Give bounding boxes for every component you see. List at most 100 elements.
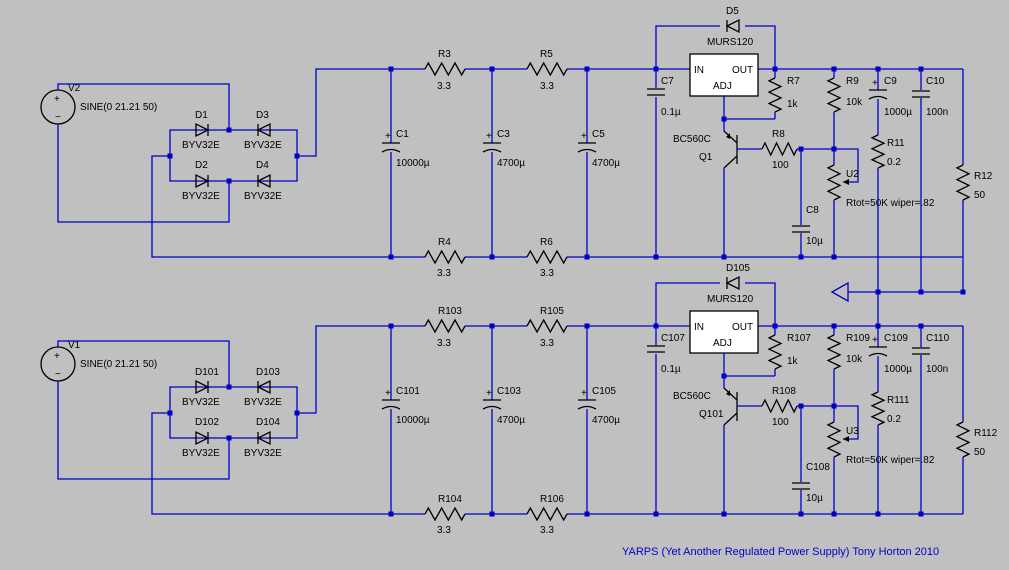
capacitor-lower-c1[interactable]: +: [381, 388, 401, 410]
capacitor-lower-c7[interactable]: [647, 345, 665, 353]
capacitor-upper-c9[interactable]: +: [868, 78, 888, 100]
transistor-lower-q1[interactable]: [723, 387, 738, 426]
resistor-lower-r8[interactable]: [761, 398, 798, 414]
diode-ref: D1: [195, 110, 208, 121]
capacitor-upper-c7[interactable]: [647, 88, 665, 96]
resistor-zigzag: [424, 61, 466, 77]
resistor-ref: R8: [772, 129, 785, 140]
resistor-lower-r9[interactable]: [826, 334, 842, 370]
resistor-upper-r3[interactable]: [424, 61, 466, 77]
capacitor-ref: C7: [661, 76, 674, 87]
capacitor-lower-c10[interactable]: [912, 347, 930, 355]
resistor-value: 10k: [846, 354, 863, 365]
capacitor-lower-c5[interactable]: +: [577, 388, 597, 410]
ac-source-lower[interactable]: +−: [40, 346, 76, 382]
capacitor-upper-c5[interactable]: +: [577, 131, 597, 153]
potentiometer-lower[interactable]: [826, 421, 842, 458]
wire: [57, 381, 230, 480]
diode-ref: D101: [195, 367, 219, 378]
resistor-value: 3.3: [437, 81, 451, 92]
resistor-lower-r11[interactable]: [870, 391, 886, 426]
resistor-zigzag: [761, 141, 798, 157]
polarity-plus: +: [872, 335, 878, 346]
junction-dot: [831, 511, 837, 517]
resistor-zigzag: [526, 61, 568, 77]
diode-upper-d2[interactable]: [195, 173, 210, 189]
capacitor-lower-c8[interactable]: [792, 482, 810, 490]
potentiometer-value: Rtot=50K wiper=.82: [846, 455, 935, 466]
junction-dot: [584, 254, 590, 260]
diode-upper-d4[interactable]: [256, 173, 271, 189]
resistor-ref: R105: [540, 306, 564, 317]
resistor-value: 3.3: [540, 81, 554, 92]
resistor-value: 10k: [846, 97, 863, 108]
shared-output-wiring: [830, 168, 966, 517]
diode-ref: D105: [726, 263, 750, 274]
junction-dot: [388, 323, 394, 329]
resistor-lower-r4[interactable]: [424, 506, 466, 522]
resistor-ref: R112: [974, 428, 998, 439]
diode-upper-d3[interactable]: [256, 122, 271, 138]
junction-dot: [489, 66, 495, 72]
diode-value: BYV32E: [244, 140, 282, 151]
regulator-adj-pin: ADJ: [713, 338, 732, 349]
resistor-lower-r5[interactable]: [526, 318, 568, 334]
resistor-zigzag: [767, 334, 783, 370]
capacitor-ref: C1: [396, 129, 409, 140]
resistor-lower-r12[interactable]: [955, 421, 971, 458]
resistor-lower-r3[interactable]: [424, 318, 466, 334]
ac-source-upper[interactable]: +−: [40, 89, 76, 125]
resistor-upper-r7[interactable]: [767, 77, 783, 113]
diode-lower-d3[interactable]: [256, 379, 271, 395]
resistor-zigzag: [955, 164, 971, 201]
resistor-upper-r4[interactable]: [424, 249, 466, 265]
diode-ref: D2: [195, 160, 208, 171]
resistor-zigzag: [826, 334, 842, 370]
minus-sign: −: [55, 112, 61, 123]
resistor-upper-r5[interactable]: [526, 61, 568, 77]
transistor-upper-q1[interactable]: [723, 130, 738, 169]
capacitor-upper-c8[interactable]: [792, 225, 810, 233]
resistor-value: 3.3: [437, 338, 451, 349]
diode-upper-d1[interactable]: [195, 122, 210, 138]
resistor-upper-r11[interactable]: [870, 134, 886, 169]
capacitor-lower-c3[interactable]: +: [482, 388, 502, 410]
potentiometer-upper[interactable]: [826, 164, 842, 201]
capacitor-upper-c10[interactable]: [912, 90, 930, 98]
resistor-upper-r9[interactable]: [826, 77, 842, 113]
resistor-zigzag: [955, 421, 971, 458]
resistor-zigzag: [424, 506, 466, 522]
diode-value: BYV32E: [244, 397, 282, 408]
capacitor-upper-c1[interactable]: +: [381, 131, 401, 153]
resistor-upper-r8[interactable]: [761, 141, 798, 157]
diode-ref: D5: [726, 6, 739, 17]
resistor-upper-r12[interactable]: [955, 164, 971, 201]
junction-dot: [584, 323, 590, 329]
potentiometer-ref: U3: [846, 426, 859, 437]
junction-dot: [489, 254, 495, 260]
resistor-ref: R12: [974, 171, 993, 182]
capacitor-value: 10µ: [806, 493, 823, 504]
ground-flag-icon: [830, 281, 849, 303]
resistor-upper-r6[interactable]: [526, 249, 568, 265]
capacitor-value: 100n: [926, 364, 948, 375]
diode-lower-d4[interactable]: [256, 430, 271, 446]
capacitor-value: 1000µ: [884, 107, 912, 118]
diode-lower-d5[interactable]: [725, 275, 740, 291]
diode-upper-d5[interactable]: [725, 18, 740, 34]
resistor-lower-r6[interactable]: [526, 506, 568, 522]
diode-lower-d1[interactable]: [195, 379, 210, 395]
wire: [169, 386, 298, 413]
junction-dot: [831, 66, 837, 72]
regulator-out-pin: OUT: [732, 65, 753, 76]
diode-lower-d2[interactable]: [195, 430, 210, 446]
capacitor-upper-c3[interactable]: +: [482, 131, 502, 153]
capacitor-lower-c9[interactable]: +: [868, 335, 888, 357]
diode-ref: D104: [256, 417, 280, 428]
resistor-lower-r7[interactable]: [767, 334, 783, 370]
resistor-value: 0.2: [887, 414, 901, 425]
diode-value: BYV32E: [182, 140, 220, 151]
